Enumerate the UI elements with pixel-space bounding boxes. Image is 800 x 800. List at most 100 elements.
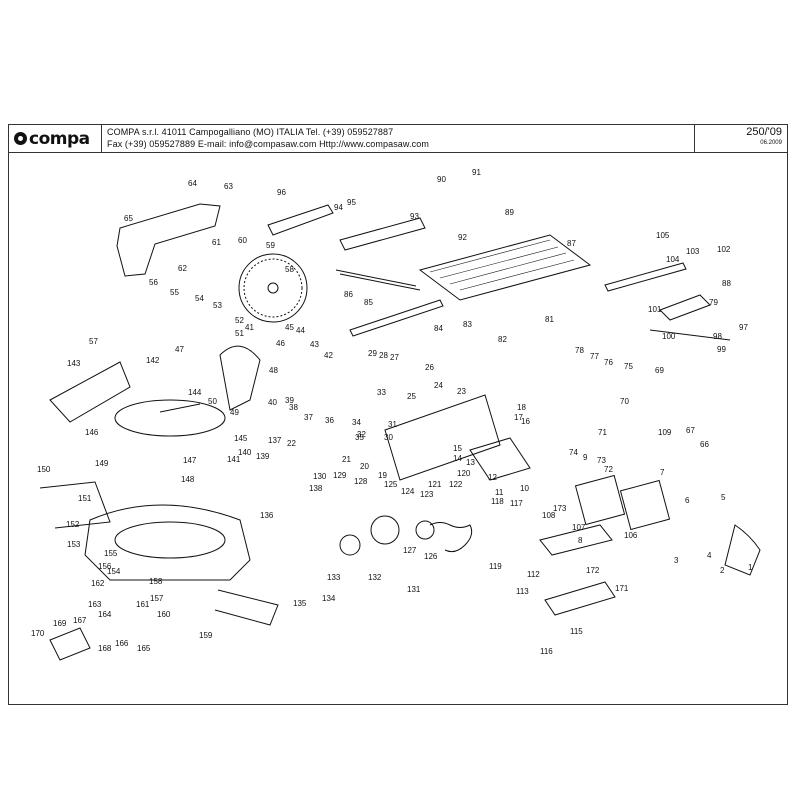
part-callout-155: 155 [104, 549, 118, 558]
compa-logo: compa [14, 129, 90, 149]
part-callout-103: 103 [686, 247, 700, 256]
part-callout-22: 22 [287, 439, 296, 448]
part-callout-98: 98 [713, 332, 722, 341]
part-callout-105: 105 [656, 231, 670, 240]
part-callout-101: 101 [648, 305, 662, 314]
part-callout-152: 152 [66, 520, 80, 529]
mitre-gauge [659, 294, 711, 321]
part-callout-120: 120 [457, 469, 471, 478]
oring [415, 520, 435, 540]
logo-ring-icon [14, 132, 27, 145]
part-callout-25: 25 [407, 392, 416, 401]
part-callout-150: 150 [37, 465, 51, 474]
part-callout-50: 50 [208, 397, 217, 406]
part-callout-162: 162 [91, 579, 105, 588]
part-callout-27: 27 [390, 353, 399, 362]
part-callout-60: 60 [238, 236, 247, 245]
turntable [114, 399, 226, 437]
brand-name: compa [29, 129, 90, 149]
part-callout-156: 156 [98, 562, 112, 571]
right-extension-rod [214, 589, 279, 626]
part-callout-64: 64 [188, 179, 197, 188]
part-callout-44: 44 [296, 326, 305, 335]
part-callout-130: 130 [313, 472, 327, 481]
part-callout-73: 73 [597, 456, 606, 465]
part-callout-61: 61 [212, 238, 221, 247]
saw-blade-teeth [243, 258, 303, 318]
part-callout-83: 83 [463, 320, 472, 329]
part-callout-29: 29 [368, 349, 377, 358]
part-callout-161: 161 [136, 600, 150, 609]
part-callout-88: 88 [722, 279, 731, 288]
part-callout-139: 139 [256, 452, 270, 461]
part-callout-51: 51 [235, 329, 244, 338]
drawing-frame: compa COMPA s.r.l. 41011 Campogalliano (… [8, 124, 788, 705]
part-callout-153: 153 [67, 540, 81, 549]
part-callout-36: 36 [325, 416, 334, 425]
part-callout-52: 52 [235, 316, 244, 325]
part-callout-3: 3 [674, 556, 679, 565]
part-callout-62: 62 [178, 264, 187, 273]
part-callout-172: 172 [586, 566, 600, 575]
part-callout-117: 117 [510, 499, 523, 508]
saw-base [84, 504, 251, 581]
part-callout-71: 71 [598, 428, 607, 437]
part-callout-47: 47 [175, 345, 184, 354]
part-callout-48: 48 [269, 366, 278, 375]
part-callout-100: 100 [662, 332, 676, 341]
part-callout-56: 56 [149, 278, 158, 287]
part-callout-81: 81 [545, 315, 554, 324]
part-callout-113: 113 [516, 587, 529, 596]
part-callout-145: 145 [234, 434, 248, 443]
part-callout-75: 75 [624, 362, 633, 371]
part-callout-164: 164 [98, 610, 112, 619]
part-callout-14: 14 [453, 454, 462, 463]
part-callout-53: 53 [213, 301, 222, 310]
part-callout-125: 125 [384, 480, 398, 489]
part-callout-78: 78 [575, 346, 584, 355]
return-spring [429, 522, 473, 553]
part-callout-5: 5 [721, 493, 726, 502]
part-callout-59: 59 [266, 241, 275, 250]
part-callout-171: 171 [615, 584, 629, 593]
part-callout-20: 20 [360, 462, 369, 471]
part-callout-10: 10 [520, 484, 529, 493]
part-callout-12: 12 [488, 473, 497, 482]
motor-end-cap [724, 524, 761, 576]
part-callout-45: 45 [285, 323, 294, 332]
part-callout-90: 90 [437, 175, 446, 184]
part-callout-23: 23 [457, 387, 466, 396]
dust-chute [49, 361, 131, 423]
part-callout-41: 41 [245, 323, 254, 332]
part-callout-158: 158 [149, 577, 163, 586]
part-callout-94: 94 [334, 203, 343, 212]
part-callout-115: 115 [570, 627, 583, 636]
handle-arm [116, 203, 221, 277]
motor-stator [574, 474, 626, 526]
part-callout-146: 146 [85, 428, 99, 437]
support-bar [349, 299, 444, 337]
part-callout-122: 122 [449, 480, 463, 489]
part-callout-49: 49 [230, 408, 239, 417]
part-callout-137: 137 [268, 436, 282, 445]
part-callout-147: 147 [183, 456, 197, 465]
part-callout-126: 126 [424, 552, 438, 561]
part-callout-21: 21 [342, 455, 351, 464]
part-callout-17: 17 [514, 413, 523, 422]
part-callout-108: 108 [542, 511, 556, 520]
part-callout-159: 159 [199, 631, 213, 640]
part-callout-169: 169 [53, 619, 67, 628]
part-callout-163: 163 [88, 600, 102, 609]
part-callout-151: 151 [78, 494, 92, 503]
part-callout-34: 34 [352, 418, 361, 427]
part-callout-35: 35 [355, 433, 364, 442]
part-callout-66: 66 [700, 440, 709, 449]
part-callout-43: 43 [310, 340, 319, 349]
title-block: compa COMPA s.r.l. 41011 Campogalliano (… [9, 125, 787, 153]
turntable-slot [159, 403, 201, 413]
part-callout-6: 6 [685, 496, 690, 505]
part-callout-102: 102 [717, 245, 731, 254]
part-callout-72: 72 [604, 465, 613, 474]
part-callout-142: 142 [146, 356, 160, 365]
logo-cell: compa [9, 125, 102, 152]
